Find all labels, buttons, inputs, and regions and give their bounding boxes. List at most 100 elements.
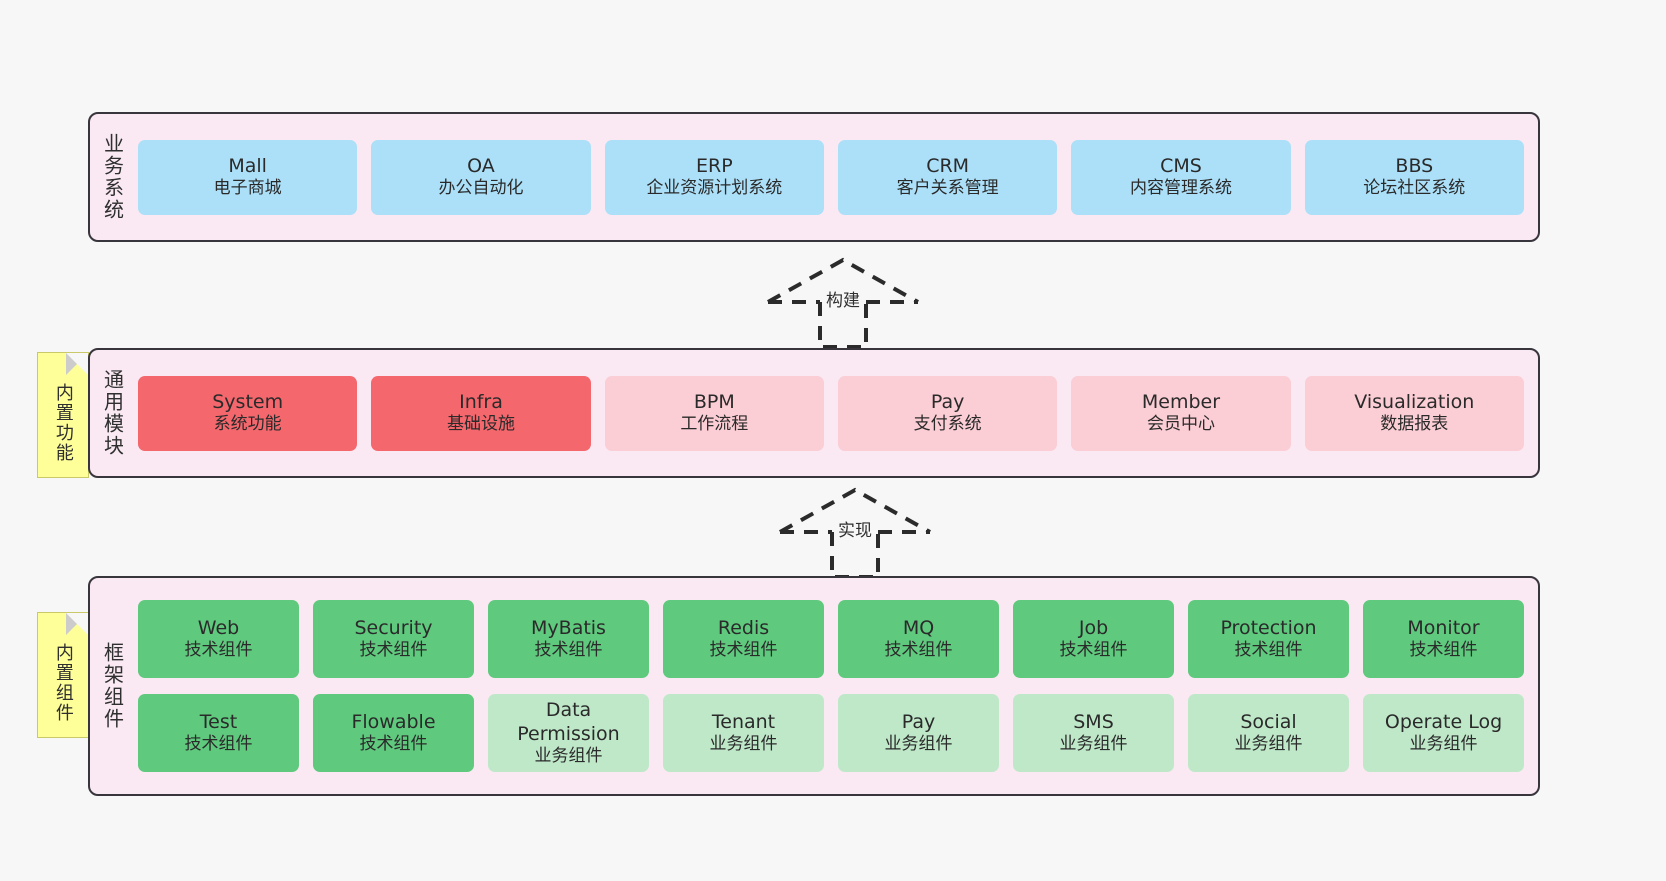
card-title-en: SMS xyxy=(1073,711,1114,734)
layer-title-framework-component: 框架组件 xyxy=(100,642,125,730)
card-title-en: Pay xyxy=(901,711,936,734)
card-title-en: Job xyxy=(1078,617,1109,640)
card-title-en: BBS xyxy=(1395,155,1434,178)
connector-implement: 实现 xyxy=(760,482,950,582)
card-bbs[interactable]: BBS 论坛社区系统 xyxy=(1304,139,1524,215)
layer-title-common-module: 通用模块 xyxy=(100,369,125,457)
card-title-cn: 论坛社区系统 xyxy=(1363,178,1466,199)
card-system[interactable]: System 系统功能 xyxy=(138,375,358,451)
connector-label: 实现 xyxy=(838,521,872,541)
card-tenant[interactable]: Tenant 业务组件 xyxy=(663,694,824,772)
card-mall[interactable]: Mall 电子商城 xyxy=(138,139,358,215)
card-title-cn: 业务组件 xyxy=(1234,734,1303,755)
layer-body-common-module: System 系统功能 Infra 基础设施 BPM 工作流程 Pay 支付系统… xyxy=(134,350,1538,476)
card-title-en: Protection xyxy=(1220,617,1317,640)
card-social[interactable]: Social 业务组件 xyxy=(1188,694,1349,772)
card-title-en: Tenant xyxy=(711,711,776,734)
card-title-cn: 业务组件 xyxy=(534,745,603,766)
card-title-en: System xyxy=(212,391,284,414)
card-bpm[interactable]: BPM 工作流程 xyxy=(604,375,824,451)
card-operate-log[interactable]: Operate Log 业务组件 xyxy=(1363,694,1524,772)
card-title-en: CRM xyxy=(926,155,970,178)
card-title-cn: 支付系统 xyxy=(913,414,982,435)
card-mq[interactable]: MQ 技术组件 xyxy=(838,600,999,678)
layer-body-business-system: Mall 电子商城 OA 办公自动化 ERP 企业资源计划系统 CRM 客户关系… xyxy=(134,114,1538,240)
card-title-en: Redis xyxy=(717,617,770,640)
card-title-en: BPM xyxy=(693,391,735,414)
card-title-en: Web xyxy=(197,617,240,640)
card-title-en: Flowable xyxy=(351,711,436,734)
card-title-cn: 客户关系管理 xyxy=(896,178,999,199)
card-row: Mall 电子商城 OA 办公自动化 ERP 企业资源计划系统 CRM 客户关系… xyxy=(138,139,1524,215)
layer-business-system: 业务系统 Mall 电子商城 OA 办公自动化 ERP 企业资源计划系统 CRM… xyxy=(88,112,1540,242)
card-redis[interactable]: Redis 技术组件 xyxy=(663,600,824,678)
card-job[interactable]: Job 技术组件 xyxy=(1013,600,1174,678)
card-monitor[interactable]: Monitor 技术组件 xyxy=(1363,600,1524,678)
card-title-cn: 业务组件 xyxy=(709,734,778,755)
card-row: System 系统功能 Infra 基础设施 BPM 工作流程 Pay 支付系统… xyxy=(138,375,1524,451)
card-title-en: Monitor xyxy=(1407,617,1480,640)
note-text: 内置组件 xyxy=(52,643,74,723)
card-title-en: Security xyxy=(354,617,433,640)
card-title-en: Data Permission xyxy=(517,699,620,745)
layer-common-module: 通用模块 System 系统功能 Infra 基础设施 BPM 工作流程 Pay… xyxy=(88,348,1540,478)
card-sms[interactable]: SMS 业务组件 xyxy=(1013,694,1174,772)
card-title-cn: 技术组件 xyxy=(1059,640,1128,661)
generalization-arrow-icon xyxy=(767,257,919,349)
card-title-cn: 业务组件 xyxy=(884,734,953,755)
card-title-cn: 系统功能 xyxy=(213,414,282,435)
card-mybatis[interactable]: MyBatis 技术组件 xyxy=(488,600,649,678)
card-member[interactable]: Member 会员中心 xyxy=(1071,375,1291,451)
card-visualization[interactable]: Visualization 数据报表 xyxy=(1304,375,1524,451)
card-title-cn: 技术组件 xyxy=(709,640,778,661)
card-title-cn: 工作流程 xyxy=(680,414,749,435)
card-security[interactable]: Security 技术组件 xyxy=(313,600,474,678)
card-title-en: Infra xyxy=(459,391,503,414)
card-title-cn: 技术组件 xyxy=(359,640,428,661)
card-test[interactable]: Test 技术组件 xyxy=(138,694,299,772)
card-title-cn: 技术组件 xyxy=(184,640,253,661)
layer-framework-component: 框架组件 Web 技术组件 Security 技术组件 MyBatis 技术组件… xyxy=(88,576,1540,796)
card-cms[interactable]: CMS 内容管理系统 xyxy=(1071,139,1291,215)
card-title-cn: 电子商城 xyxy=(213,178,282,199)
card-title-cn: 会员中心 xyxy=(1146,414,1215,435)
card-title-cn: 办公自动化 xyxy=(438,178,524,199)
card-title-en: ERP xyxy=(695,155,733,178)
layer-body-framework-component: Web 技术组件 Security 技术组件 MyBatis 技术组件 Redi… xyxy=(134,578,1538,794)
card-title-cn: 技术组件 xyxy=(534,640,603,661)
note-builtin-function: 内置功能 xyxy=(37,352,89,478)
card-erp[interactable]: ERP 企业资源计划系统 xyxy=(604,139,824,215)
card-title-en: MQ xyxy=(902,617,935,640)
card-title-en: Pay xyxy=(930,391,965,414)
card-pay-business[interactable]: Pay 业务组件 xyxy=(838,694,999,772)
card-pay[interactable]: Pay 支付系统 xyxy=(837,375,1058,451)
note-builtin-component: 内置组件 xyxy=(37,612,89,738)
card-title-cn: 业务组件 xyxy=(1409,734,1478,755)
card-crm[interactable]: CRM 客户关系管理 xyxy=(837,139,1058,215)
card-title-cn: 技术组件 xyxy=(1409,640,1478,661)
generalization-arrow-icon xyxy=(779,487,931,579)
card-data-permission[interactable]: Data Permission 业务组件 xyxy=(488,694,649,772)
card-title-en: Test xyxy=(199,711,238,734)
card-protection[interactable]: Protection 技术组件 xyxy=(1188,600,1349,678)
connector-build: 构建 xyxy=(748,252,938,352)
card-title-cn: 业务组件 xyxy=(1059,734,1128,755)
card-title-en: Visualization xyxy=(1354,391,1475,414)
note-text: 内置功能 xyxy=(52,383,74,463)
card-title-en: Mall xyxy=(228,155,267,178)
card-oa[interactable]: OA 办公自动化 xyxy=(371,139,591,215)
card-web[interactable]: Web 技术组件 xyxy=(138,600,299,678)
card-row: Test 技术组件 Flowable 技术组件 Data Permission … xyxy=(138,694,1524,772)
card-title-cn: 技术组件 xyxy=(184,734,253,755)
card-infra[interactable]: Infra 基础设施 xyxy=(371,375,591,451)
card-title-en: Operate Log xyxy=(1384,711,1503,734)
layer-title-business-system: 业务系统 xyxy=(100,133,125,221)
card-title-cn: 技术组件 xyxy=(359,734,428,755)
card-title-cn: 基础设施 xyxy=(446,414,515,435)
card-title-cn: 技术组件 xyxy=(1234,640,1303,661)
card-flowable[interactable]: Flowable 技术组件 xyxy=(313,694,474,772)
card-row: Web 技术组件 Security 技术组件 MyBatis 技术组件 Redi… xyxy=(138,600,1524,678)
card-title-cn: 内容管理系统 xyxy=(1129,178,1232,199)
card-title-cn: 技术组件 xyxy=(884,640,953,661)
